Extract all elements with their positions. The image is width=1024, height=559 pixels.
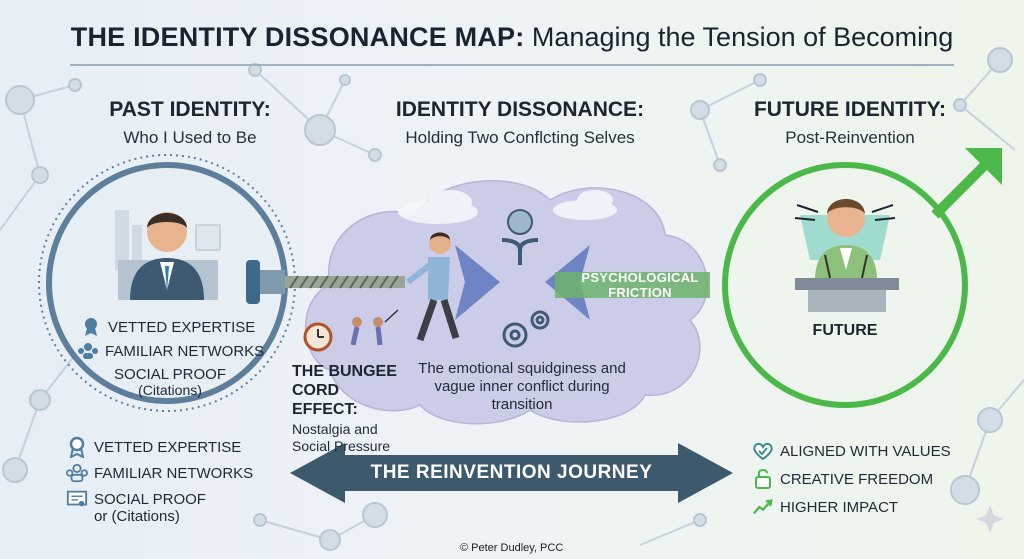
past-circle-item-vetted: VETTED EXPERTISE bbox=[80, 316, 255, 338]
heart-check-icon bbox=[752, 440, 774, 462]
gears-icon bbox=[502, 310, 550, 348]
past-list-item-vetted: VETTED EXPERTISE bbox=[66, 436, 241, 458]
future-identity-heading: FUTURE IDENTITY: bbox=[753, 98, 947, 121]
page-title-bold: THE IDENTITY DISSONANCE MAP: bbox=[70, 22, 525, 52]
bungee-title: THE BUNGEE CORD EFFECT: bbox=[292, 363, 397, 418]
split-path-icon bbox=[501, 238, 539, 265]
past-person-icon bbox=[118, 212, 218, 300]
past-list-citations: or (Citations) bbox=[94, 508, 180, 525]
future-growth-arrow bbox=[931, 148, 1002, 219]
page-title-rest: Managing the Tension of Becoming bbox=[524, 22, 954, 52]
unlock-icon bbox=[752, 468, 774, 490]
dissonance-arrows bbox=[455, 245, 710, 320]
bungee-cord-label: THE BUNGEE CORD EFFECT: Nostalgia and So… bbox=[292, 362, 402, 455]
trend-up-icon bbox=[752, 496, 774, 518]
future-list-item-impact: HIGHER IMPACT bbox=[752, 496, 898, 518]
dissonance-cloud bbox=[304, 179, 708, 425]
past-circle-item-networks: FAMILIAR NETWORKS bbox=[77, 340, 264, 362]
credit-text: © Peter Dudley, PCC bbox=[460, 542, 564, 554]
walking-person-icon bbox=[406, 232, 460, 342]
past-circle-citations: (Citations) bbox=[138, 382, 202, 398]
past-identity-heading: PAST IDENTITY: bbox=[109, 98, 271, 121]
past-list-item-social: SOCIAL PROOF bbox=[66, 488, 206, 510]
past-list-item-label: SOCIAL PROOF bbox=[94, 490, 206, 508]
past-list-item-networks: FAMILIAR NETWORKS bbox=[66, 462, 253, 484]
past-identity-subheading: Who I Used to Be bbox=[123, 128, 257, 147]
bungee-cord bbox=[246, 260, 405, 304]
alarm-clock-icon bbox=[303, 322, 333, 352]
bungee-subtitle: Nostalgia and Social Pressure bbox=[292, 421, 391, 454]
future-list-item-label: CREATIVE FREEDOM bbox=[780, 470, 934, 488]
ribbon-icon bbox=[80, 316, 102, 338]
office-background-icon bbox=[115, 210, 221, 270]
ribbon-icon bbox=[66, 436, 88, 458]
reinvention-journey-arrow bbox=[290, 443, 733, 503]
past-circle-item-label: FAMILIAR NETWORKS bbox=[105, 342, 265, 360]
future-identity-subheading: Post-Reinvention bbox=[785, 128, 915, 147]
future-circle-label: FUTURE bbox=[812, 322, 878, 339]
pulling-people-icon bbox=[350, 309, 399, 346]
reinvention-journey-label: THE REINVENTION JOURNEY bbox=[370, 462, 653, 483]
certificate-icon bbox=[66, 488, 88, 510]
sparkle-icon bbox=[976, 505, 1004, 533]
future-list-item-label: ALIGNED WITH VALUES bbox=[780, 442, 951, 460]
future-list-item-label: HIGHER IMPACT bbox=[780, 498, 899, 516]
past-list-item-label: VETTED EXPERTISE bbox=[94, 438, 242, 456]
dissonance-subheading: Holding Two Conflcting Selves bbox=[405, 128, 635, 147]
psychological-friction-label: PSYCHOLOGICAL FRICTION bbox=[581, 270, 699, 300]
worried-face-icon bbox=[507, 209, 533, 235]
network-people-icon bbox=[77, 340, 99, 362]
page-title: THE IDENTITY DISSONANCE MAP: Managing th… bbox=[0, 22, 1024, 53]
network-people-icon bbox=[66, 462, 88, 484]
future-list-item-values: ALIGNED WITH VALUES bbox=[752, 440, 951, 462]
past-list-item-label: FAMILIAR NETWORKS bbox=[94, 464, 254, 482]
future-list-item-freedom: CREATIVE FREEDOM bbox=[752, 468, 933, 490]
small-clouds-decoration bbox=[398, 190, 617, 224]
dissonance-heading: IDENTITY DISSONANCE: bbox=[395, 98, 645, 121]
past-circle-social-proof: SOCIAL PROOF bbox=[114, 366, 226, 383]
past-circle-item-label: VETTED EXPERTISE bbox=[108, 318, 256, 336]
past-list-citations-label: or (Citations) bbox=[94, 508, 180, 525]
dissonance-cloud-text: The emotional squidginess and vague inne… bbox=[418, 360, 626, 413]
future-speaker-icon bbox=[794, 199, 899, 312]
title-divider bbox=[70, 64, 954, 66]
